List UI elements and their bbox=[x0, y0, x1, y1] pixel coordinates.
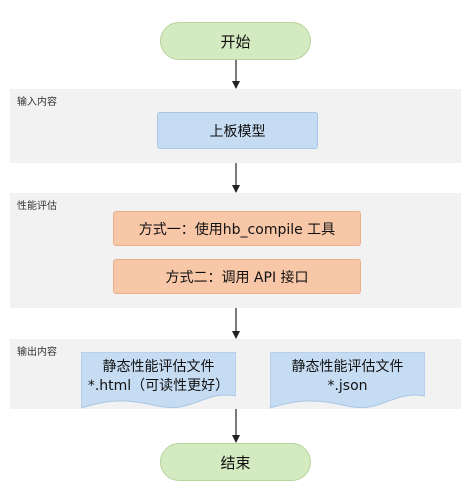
output-section-label: 输出内容 bbox=[17, 347, 57, 358]
html-report-document: 静态性能评估文件 *.html（可读性更好） bbox=[81, 352, 236, 422]
html-report-title: 静态性能评估文件 bbox=[102, 359, 215, 375]
html-report-filename: *.html（可读性更好） bbox=[87, 378, 230, 394]
json-report-filename: *.json bbox=[327, 378, 368, 394]
board-model-node: 上板模型 bbox=[157, 112, 318, 149]
document-shape bbox=[270, 352, 425, 409]
method-hb-compile-node: 方式一：使用hb_compile 工具 bbox=[113, 211, 361, 246]
evaluation-section-label: 性能评估 bbox=[17, 201, 57, 212]
json-report-document: 静态性能评估文件 *.json bbox=[270, 352, 425, 422]
document-shape bbox=[81, 352, 236, 409]
json-report-title: 静态性能评估文件 bbox=[291, 359, 404, 375]
end-node: 结束 bbox=[160, 443, 311, 481]
input-section-label: 输入内容 bbox=[17, 97, 57, 108]
method-api-node: 方式二：调用 API 接口 bbox=[113, 259, 361, 294]
start-node: 开始 bbox=[160, 22, 311, 60]
